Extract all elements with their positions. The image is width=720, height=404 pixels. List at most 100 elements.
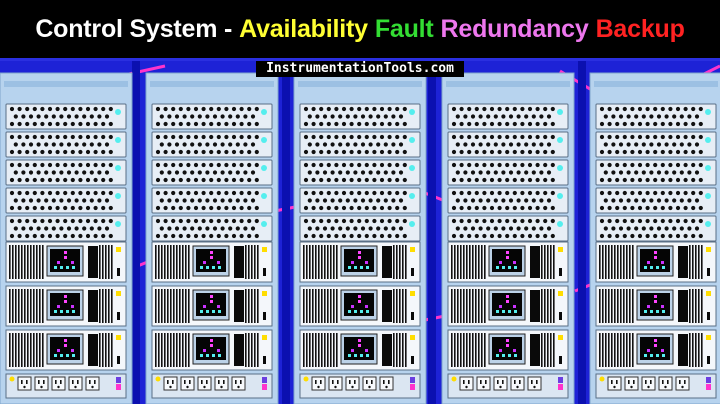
perforation-hole xyxy=(338,114,343,119)
perforation-hole xyxy=(190,170,195,175)
vent-stripe xyxy=(541,245,543,279)
perforation-hole xyxy=(307,142,312,147)
perforation-hole xyxy=(664,142,669,147)
vent-stripe xyxy=(396,333,398,367)
perforation-hole xyxy=(247,218,252,224)
perforation-hole xyxy=(89,170,94,175)
display-led xyxy=(60,310,63,313)
perforation-hole xyxy=(546,198,552,203)
perforation-hole xyxy=(470,198,476,203)
perforation-hole xyxy=(201,134,206,140)
perforation-hole xyxy=(231,218,237,224)
vent-stripe xyxy=(248,245,250,279)
display-led xyxy=(218,354,221,357)
perforation-hole xyxy=(372,218,377,224)
perforation-hole xyxy=(224,134,229,140)
perforation-hole xyxy=(675,190,681,196)
vent-stripe xyxy=(698,245,700,279)
display-led xyxy=(206,266,209,269)
perforation-hole xyxy=(63,134,68,140)
perforation-hole xyxy=(243,170,248,175)
vent-stripe xyxy=(689,333,691,367)
perforation-hole xyxy=(85,205,91,211)
vent-stripe xyxy=(309,245,311,279)
perforation-hole xyxy=(47,205,53,211)
perforation-hole xyxy=(311,134,316,140)
perforation-hole xyxy=(32,218,37,224)
status-led-icon xyxy=(115,137,121,143)
perforation-hole xyxy=(155,149,161,155)
vent-stripe xyxy=(336,333,338,367)
display-led xyxy=(514,310,517,313)
vent-stripe xyxy=(469,333,471,367)
perforation-hole xyxy=(489,121,495,127)
vent-stripe xyxy=(541,333,543,367)
outlet-slot xyxy=(206,380,208,384)
server-rack xyxy=(441,72,575,404)
perforation-hole xyxy=(683,121,688,127)
perforation-hole xyxy=(330,114,335,119)
perforation-hole xyxy=(364,149,369,155)
power-outlet-icon xyxy=(476,376,491,391)
vent-stripe xyxy=(15,245,17,279)
perforation-hole xyxy=(550,233,555,239)
outlet-ground xyxy=(482,385,485,389)
outlet-slot xyxy=(679,380,681,384)
perforation-hole xyxy=(239,218,244,224)
outlet-ground xyxy=(385,385,388,389)
outlet-slot xyxy=(43,380,45,384)
display-led xyxy=(64,256,67,259)
outlet-slot xyxy=(89,380,91,384)
perforation-hole xyxy=(474,233,479,239)
perforation-hole xyxy=(637,205,643,211)
perforation-hole xyxy=(228,198,233,203)
perforation-hole xyxy=(698,177,703,183)
perforation-hole xyxy=(451,190,457,196)
perforation-hole xyxy=(55,134,60,140)
perforation-hole xyxy=(668,162,673,168)
vent-stripe xyxy=(33,333,35,367)
perforation-hole xyxy=(334,134,339,140)
status-led-icon xyxy=(115,193,121,199)
perforation-hole xyxy=(691,121,696,127)
perforation-hole xyxy=(512,121,517,127)
perforation-hole xyxy=(664,198,669,203)
perforation-hole xyxy=(89,198,94,203)
perforation-hole xyxy=(683,205,688,211)
perforation-hole xyxy=(653,106,658,112)
perforation-hole xyxy=(387,149,392,155)
perforation-hole xyxy=(70,205,75,211)
perforation-hole xyxy=(186,177,191,183)
perforation-hole xyxy=(679,142,684,147)
perforation-hole xyxy=(402,190,407,196)
perforation-hole xyxy=(691,149,696,155)
vent-stripe xyxy=(254,333,256,367)
perforation-hole xyxy=(607,121,612,127)
perforation-hole xyxy=(319,121,324,127)
perforation-hole xyxy=(364,121,369,127)
perforation-hole xyxy=(228,142,233,147)
perforation-hole xyxy=(17,134,22,140)
display-led xyxy=(661,349,664,352)
perforation-hole xyxy=(497,134,502,140)
perforation-hole xyxy=(243,198,248,203)
perforation-hole xyxy=(402,106,407,112)
vent-stripe xyxy=(698,289,700,323)
perforation-hole xyxy=(193,162,199,168)
perforation-hole xyxy=(482,134,487,140)
vent-stripe xyxy=(484,289,486,323)
perforation-hole xyxy=(349,106,354,112)
outlet-ground xyxy=(169,385,172,389)
perforation-hole xyxy=(201,218,206,224)
perforation-hole xyxy=(653,149,658,155)
perforation-hole xyxy=(190,226,195,231)
outlet-ground xyxy=(664,385,667,389)
perforation-hole xyxy=(675,134,681,140)
perforation-hole xyxy=(212,226,218,231)
vent-stripe xyxy=(547,289,549,323)
perforation-hole xyxy=(372,121,377,127)
vent-stripe xyxy=(254,245,256,279)
perforation-hole xyxy=(622,218,627,224)
perforation-hole xyxy=(21,198,26,203)
perforation-hole xyxy=(101,233,106,239)
